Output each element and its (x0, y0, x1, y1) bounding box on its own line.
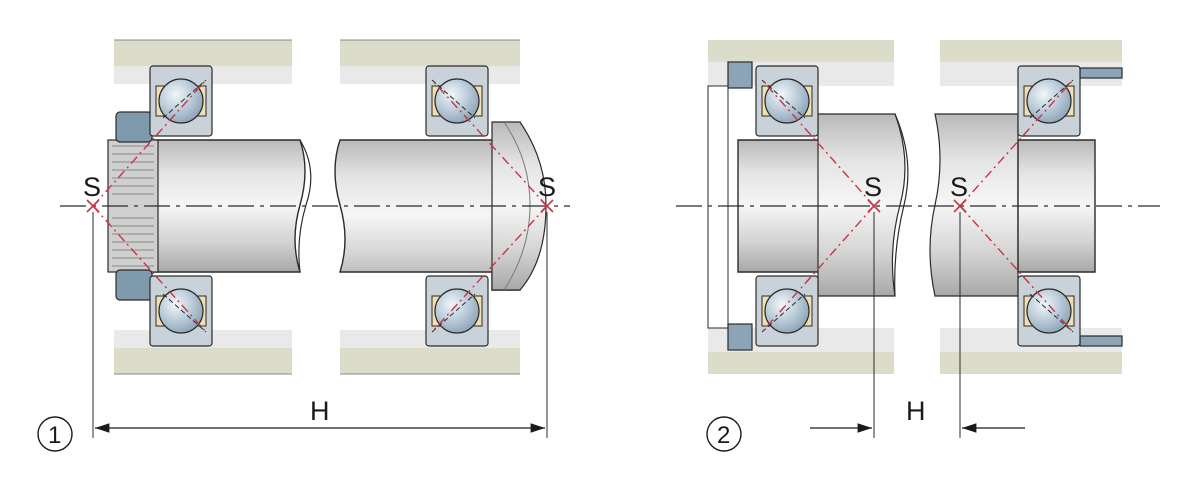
pressure-center-label-1-right: S (538, 172, 556, 202)
pressure-center-markers-1 (86, 199, 554, 213)
bearing-1-bottom-left (149, 275, 213, 347)
bearing-1-top-right (425, 65, 489, 137)
bearing-1-bottom-right (425, 275, 489, 347)
bearing-1-top-left (149, 65, 213, 137)
distance-label-1: H (310, 396, 330, 426)
bearing-2-top-left (755, 65, 819, 137)
contact-lines-2 (761, 79, 1074, 333)
spacer-left-2 (727, 61, 753, 351)
dimension-h-2 (810, 212, 1025, 438)
bearing-2-bottom-right (1017, 275, 1081, 347)
figure-number-circle-1 (37, 416, 73, 452)
shaft-right-1 (334, 121, 547, 291)
figure-1: S S H 1 (37, 39, 570, 452)
pressure-center-label-2-left: S (864, 172, 882, 202)
figure-number-2: 2 (717, 422, 730, 449)
pressure-center-label-2-right: S (950, 172, 968, 202)
shaft-right-2 (929, 113, 1096, 297)
distance-label-2: H (906, 396, 926, 426)
figure-number-1: 1 (48, 422, 61, 449)
figure-2: S S H 2 (676, 40, 1160, 452)
contact-lines-1 (92, 79, 548, 333)
dimension-h-1 (92, 212, 548, 438)
shaft-left-2 (737, 113, 909, 297)
bearing-2-bottom-left (755, 275, 819, 347)
pressure-center-label-1-left: S (83, 172, 101, 202)
bearing-2-top-right (1017, 65, 1081, 137)
figure-number-circle-2 (706, 416, 742, 452)
shaft-left-1 (149, 139, 312, 273)
pressure-center-markers-2 (867, 199, 967, 213)
